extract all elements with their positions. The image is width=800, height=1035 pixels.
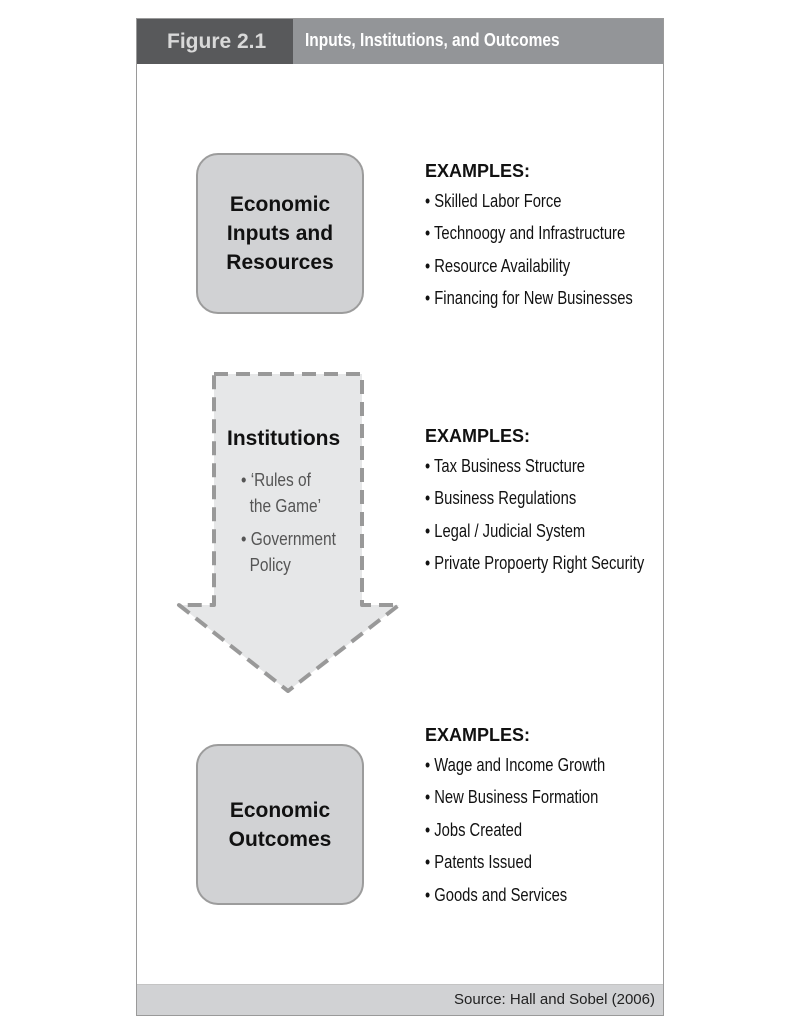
item-line: the Game’ [249, 496, 322, 516]
list-item: • Patents Issued [425, 852, 532, 873]
list-item: • Legal / Judicial System [425, 520, 586, 541]
institutions-arrow [177, 372, 401, 693]
list-item: • Technoogy and Infrastructure [425, 223, 626, 244]
list-item: • Resource Availability [425, 255, 571, 276]
list-item: • Skilled Labor Force [425, 191, 562, 211]
institutions-label: Institutions [227, 427, 341, 450]
list-item: • Wage and Income Growth [425, 755, 606, 775]
outcomes-examples: EXAMPLES: • Wage and Income Growth • New… [425, 721, 645, 911]
item-line: Policy [249, 555, 291, 575]
institutions-item: • ‘Rules of the Game’ [241, 467, 321, 519]
source-text: Source: Hall and Sobel (2006) [454, 991, 655, 1008]
inputs-examples: EXAMPLES: • Skilled Labor Force • Techno… [425, 157, 678, 315]
list-item: • Tax Business Structure [425, 456, 585, 476]
list-item: • Private Propoerty Right Security [425, 553, 645, 574]
examples-heading: EXAMPLES: [425, 426, 531, 446]
box-label-line: Economic [229, 798, 331, 822]
figure-title-text: Inputs, Institutions, and Outcomes [305, 30, 560, 50]
examples-heading: EXAMPLES: [425, 725, 531, 745]
examples-heading: EXAMPLES: [425, 161, 531, 181]
item-line: • Government [241, 529, 336, 549]
box-label-line: Economic [229, 193, 331, 216]
list-item: • Business Regulations [425, 488, 577, 509]
source-footer: Source: Hall and Sobel (2006) [137, 984, 663, 1015]
box-label-line: Resources [226, 251, 334, 274]
box-label-line: Inputs and [226, 222, 334, 245]
list-item: • New Business Formation [425, 787, 599, 808]
list-item: • Jobs Created [425, 819, 523, 840]
figure-frame: Figure 2.1 Inputs, Institutions, and Out… [136, 18, 664, 1016]
item-line: • ‘Rules of [241, 470, 311, 490]
arrow-shape [177, 372, 401, 693]
figure-number: Figure 2.1 [137, 19, 293, 64]
list-item: • Financing for New Businesses [425, 288, 633, 309]
list-item: • Goods and Services [425, 884, 568, 905]
figure-title: Inputs, Institutions, and Outcomes [293, 19, 663, 64]
box-label-line: Outcomes [228, 827, 332, 851]
institutions-examples: EXAMPLES: • Tax Business Structure • Bus… [425, 422, 692, 580]
